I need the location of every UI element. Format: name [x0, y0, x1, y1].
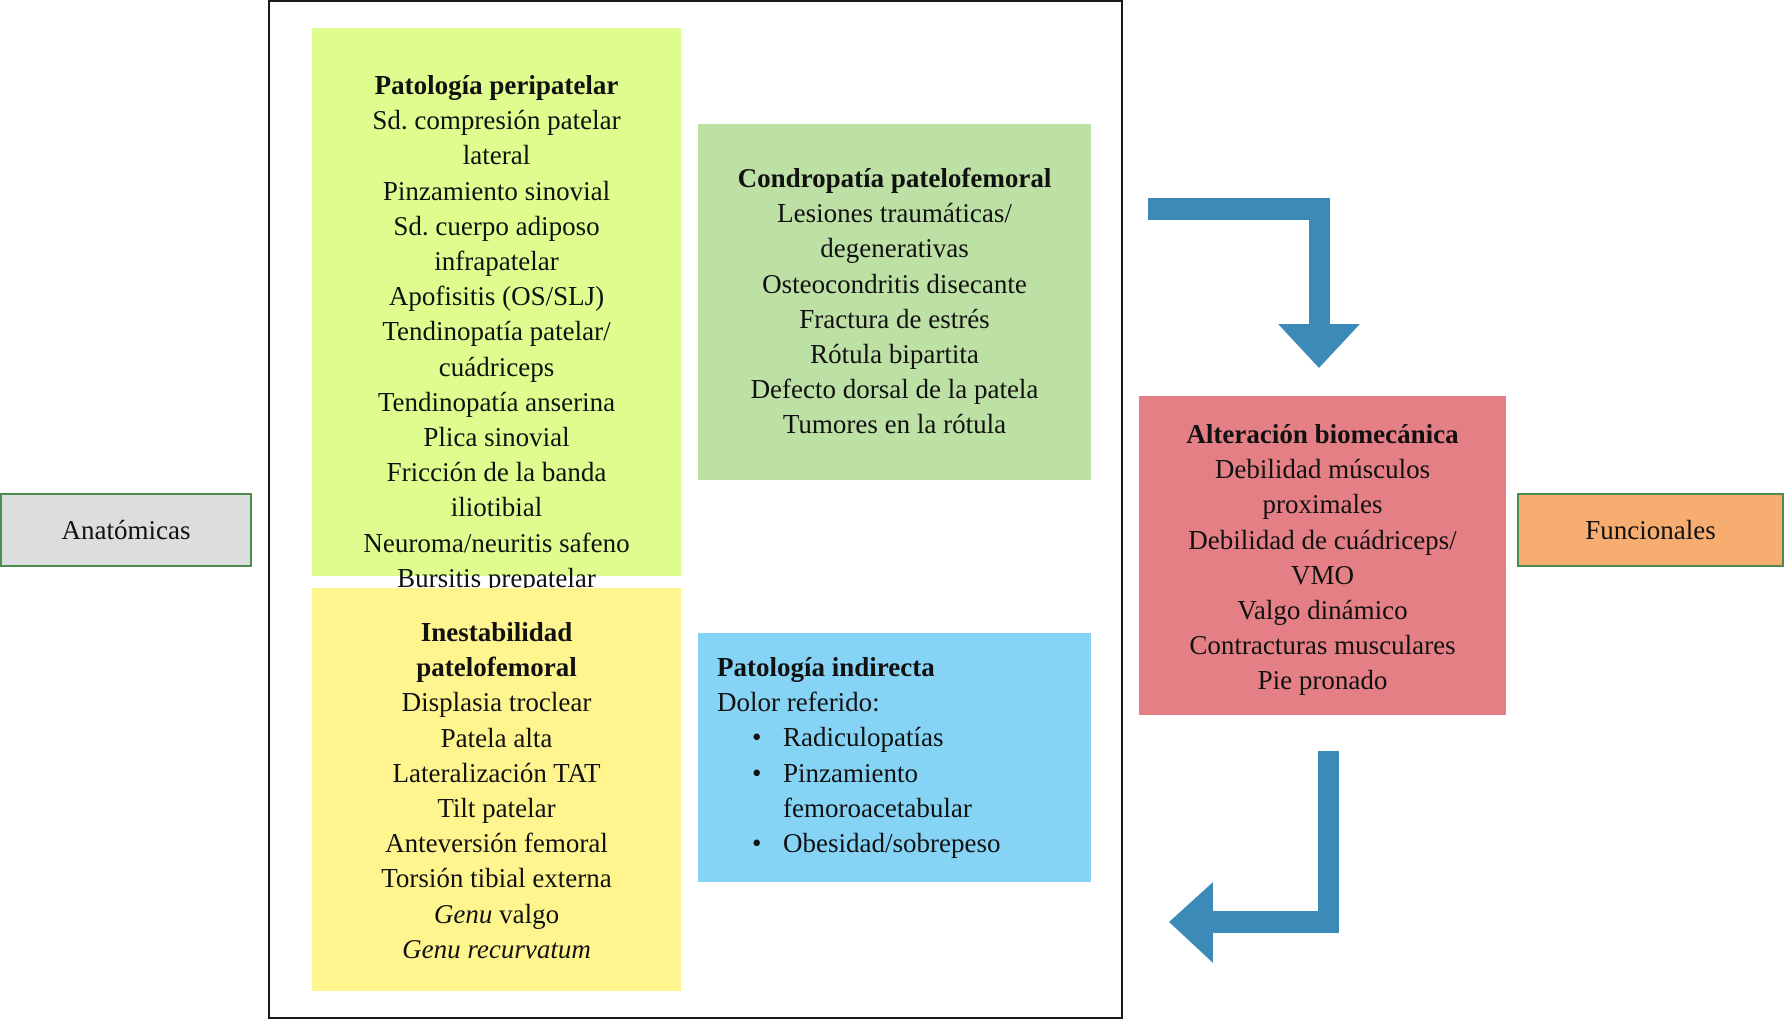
list-item: Lesiones traumáticas/	[777, 198, 1012, 229]
indirecta-subtitle: Dolor referido:	[717, 687, 880, 718]
list-item: Neuroma/neuritis safeno	[363, 527, 630, 558]
list-item: Fricción de la banda	[386, 457, 607, 488]
list-item: Contracturas musculares	[1189, 630, 1456, 661]
biomecanica-title: Alteración biomecánica	[1186, 419, 1459, 449]
list-item: lateral	[462, 140, 531, 171]
list-item: Lateralización TAT	[392, 757, 601, 788]
list-item: • Obesidad/sobrepeso	[717, 826, 1091, 861]
condropatia-title: Condropatía patelofemoral	[737, 163, 1052, 193]
list-item: Tendinopatía patelar/	[382, 316, 611, 347]
inestabilidad-title-line1: Inestabilidad	[420, 617, 573, 647]
list-item-genu-recurvatum: Genu recurvatum	[312, 932, 681, 967]
list-item: VMO	[1290, 559, 1354, 590]
anatomicas-label: Anatómicas	[61, 514, 191, 545]
bullet-text-continued: femoroacetabular	[783, 792, 972, 823]
list-item: Rótula bipartita	[810, 339, 979, 370]
list-item: iliotibial	[450, 492, 543, 523]
list-item: Apofisitis (OS/SLJ)	[388, 281, 605, 312]
list-item: Debilidad músculos	[1214, 454, 1431, 485]
list-item: Tilt patelar	[437, 793, 556, 824]
list-item: Valgo dinámico	[1237, 595, 1408, 626]
list-item: Bursitis prepatelar	[397, 562, 596, 593]
indirecta-title: Patología indirecta	[717, 652, 935, 682]
list-item: • Pinzamiento femoroacetabular	[717, 756, 1091, 826]
list-item: Pie pronado	[1257, 665, 1388, 696]
valgo-text: valgo	[492, 898, 560, 929]
anatomical-causes-frame	[268, 0, 1123, 1019]
list-item: Sd. cuerpo adiposo	[393, 210, 600, 241]
inestabilidad-title-line2: patelofemoral	[416, 652, 577, 683]
list-item: Anteversión femoral	[385, 828, 608, 859]
list-item-genu-valgo: Genu valgo	[312, 897, 681, 932]
list-item: Patela alta	[440, 722, 553, 753]
funcionales-label: Funcionales	[1585, 514, 1716, 545]
list-item: Sd. compresión patelar	[372, 105, 621, 136]
biomecanica-box: Alteración biomecánica Debilidad músculo…	[1139, 396, 1506, 715]
list-item: infrapatelar	[434, 246, 559, 277]
anatomicas-label-box: Anatómicas	[0, 493, 252, 567]
list-item: Torsión tibial externa	[381, 863, 612, 894]
list-item: Osteocondritis disecante	[762, 268, 1027, 299]
condropatia-box: Condropatía patelofemoral Lesiones traum…	[698, 124, 1091, 480]
list-item: proximales	[1262, 489, 1383, 520]
list-item: Plica sinovial	[423, 422, 570, 453]
bullet-icon: •	[752, 757, 762, 788]
list-item: Defecto dorsal de la patela	[750, 374, 1039, 405]
bent-arrow-down-icon	[1148, 198, 1360, 368]
list-item: Debilidad de cuádriceps/	[1188, 524, 1457, 555]
peripatelar-title: Patología peripatelar	[374, 70, 619, 100]
bent-arrow-left-icon	[1169, 751, 1339, 963]
bullet-icon: •	[752, 828, 762, 859]
list-item: Tumores en la rótula	[782, 409, 1007, 440]
inestabilidad-box: Inestabilidad patelofemoral Displasia tr…	[312, 588, 681, 991]
list-item: cuádriceps	[438, 351, 555, 382]
bullet-icon: •	[752, 722, 762, 753]
peripatelar-box: Patología peripatelar Sd. compresión pat…	[312, 28, 681, 593]
genu-italic: Genu	[433, 898, 493, 929]
indirecta-bullet-list: • Radiculopatías • Pinzamiento femoroace…	[717, 720, 1091, 861]
list-item: Pinzamiento sinovial	[382, 175, 611, 206]
list-item: • Radiculopatías	[717, 720, 1091, 755]
list-item: Fractura de estrés	[799, 303, 990, 334]
indirecta-box: Patología indirecta Dolor referido: • Ra…	[698, 633, 1091, 882]
genu-recurvatum-italic: Genu recurvatum	[402, 933, 591, 964]
list-item: Tendinopatía anserina	[377, 386, 616, 417]
funcionales-label-box: Funcionales	[1517, 493, 1784, 567]
bullet-text: Pinzamiento	[783, 757, 918, 788]
bullet-text: Radiculopatías	[783, 722, 944, 753]
list-item: Displasia troclear	[401, 687, 592, 718]
list-item: degenerativas	[820, 233, 969, 264]
bullet-text: Obesidad/sobrepeso	[783, 828, 1001, 859]
